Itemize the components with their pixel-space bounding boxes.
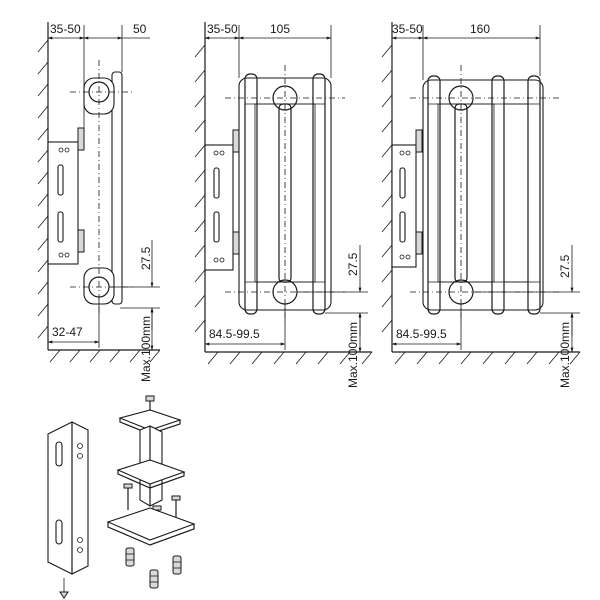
dim-pipe-offset: 27.5 (558, 254, 572, 278)
dim-bracket-range: 32-47 (52, 325, 83, 339)
wall-hatch (381, 22, 393, 352)
dim-floor-gap: Max.100mm (346, 322, 360, 388)
dim-wall-gap: 35-50 (392, 22, 423, 36)
wall-hatch (37, 22, 49, 350)
screw-icon (59, 591, 69, 599)
bracket-hook (77, 229, 85, 253)
view-triple-panel: 35-50 160 27.5 Max.100mm 84.5-99.5 (381, 22, 581, 388)
floor-stand-detail (106, 395, 196, 589)
view-single-panel: 35-50 50 27.5 Max.100mm 32-47 (37, 22, 161, 382)
bracket-hook (415, 231, 423, 255)
floor-hatch (392, 351, 581, 365)
bracket-hook (415, 129, 423, 153)
dim-floor-gap: Max.100mm (558, 322, 572, 388)
wall-bracket (391, 144, 417, 268)
wall-hatch (194, 22, 206, 352)
anchor-icon (172, 555, 182, 575)
dim-floor-gap: Max.100mm (139, 316, 153, 382)
dim-depth: 105 (270, 22, 290, 36)
bracket-hook (232, 129, 240, 153)
radiator-panel (111, 71, 123, 305)
bracket-slot (57, 164, 64, 196)
anchor-icon (149, 569, 159, 589)
dim-bracket-range: 84.5-99.5 (396, 327, 447, 341)
dim-depth: 50 (133, 22, 147, 36)
dim-wall-gap: 35-50 (50, 22, 81, 36)
dim-depth: 160 (470, 22, 490, 36)
bracket-slot (57, 211, 64, 243)
wall-bracket (47, 141, 79, 265)
view-double-panel: 35-50 105 27.5 Max.100mm 84.5-99.5 (194, 22, 373, 388)
screw-icon (145, 395, 155, 402)
dim-wall-gap: 35-50 (207, 22, 238, 36)
dim-pipe-offset: 27.5 (139, 246, 153, 270)
bracket-hook (77, 127, 85, 151)
wall-bracket-detail (47, 421, 89, 599)
dim-pipe-offset: 27.5 (346, 252, 360, 276)
floor-hatch (48, 349, 161, 363)
bracket-hook (232, 231, 240, 255)
dim-bracket-range: 84.5-99.5 (209, 327, 260, 341)
radiator-body (422, 79, 544, 311)
floor-hatch (205, 351, 373, 365)
anchor-icon (125, 547, 135, 567)
screw-icon (123, 483, 133, 510)
wall-bracket (204, 144, 234, 271)
